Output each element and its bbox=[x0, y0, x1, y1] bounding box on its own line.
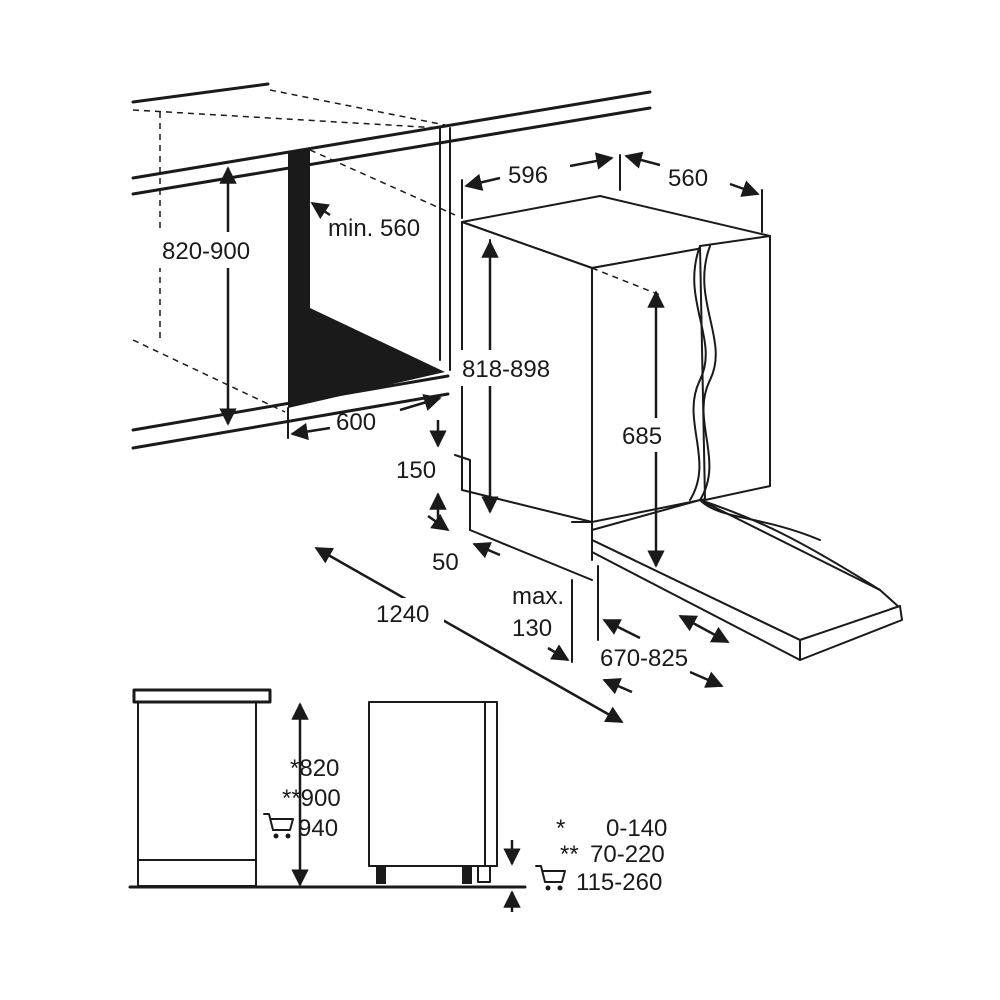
offset-arrow-right bbox=[472, 542, 501, 559]
cabinet-width-label: 600 bbox=[336, 409, 376, 436]
cabinet-width-arrow-right bbox=[399, 394, 442, 412]
plinth-offset-label: 50 bbox=[432, 549, 459, 576]
cabinet-width-arrow-left bbox=[290, 422, 331, 441]
door-open-depth-dimension bbox=[314, 546, 624, 724]
legend-mark-2: ** bbox=[560, 841, 579, 868]
niche-dark-side bbox=[287, 150, 445, 439]
min-depth-arrow bbox=[310, 201, 331, 220]
countertop bbox=[131, 82, 652, 196]
side-view-appliance bbox=[368, 701, 498, 884]
max-label: max. bbox=[512, 583, 564, 610]
min-depth-label: min. 560 bbox=[328, 215, 420, 242]
appliance-width-label: 596 bbox=[508, 162, 548, 189]
max-arrow-right bbox=[602, 678, 633, 695]
width-arrow-right bbox=[569, 152, 614, 170]
door-travel-label: 670-825 bbox=[600, 645, 688, 672]
side-height-label-3: 940 bbox=[298, 815, 338, 842]
legend-mark-1: * bbox=[556, 815, 565, 842]
door-height-label: 685 bbox=[622, 423, 662, 450]
max-arrow-left bbox=[547, 644, 570, 662]
legend-value-2: 70-220 bbox=[590, 841, 665, 868]
max-value: 130 bbox=[512, 615, 552, 642]
door-open-depth-label: 1240 bbox=[376, 601, 429, 628]
legend-value-1: 0-140 bbox=[606, 815, 667, 842]
cart-icon bbox=[263, 813, 294, 839]
appliance-height-label: 818-898 bbox=[462, 356, 550, 383]
depth-arrow-left bbox=[624, 151, 661, 169]
travel-arrow-left bbox=[602, 618, 641, 640]
side-height-label-2: **900 bbox=[282, 785, 341, 812]
side-view-cabinet bbox=[128, 688, 527, 889]
open-door bbox=[591, 499, 903, 661]
side-height-label-1: *820 bbox=[290, 755, 339, 782]
plinth-height-label: 150 bbox=[396, 457, 436, 484]
cart-icon bbox=[535, 865, 566, 891]
travel-arrow-right bbox=[689, 670, 724, 688]
width-arrow-left bbox=[464, 173, 501, 191]
appliance-door-panel bbox=[689, 235, 771, 501]
travel-double-arrow bbox=[678, 614, 730, 644]
legend-value-3: 115-260 bbox=[576, 869, 662, 896]
depth-arrow-right bbox=[729, 180, 760, 197]
offset-arrow-left bbox=[427, 513, 450, 532]
appliance-depth-label: 560 bbox=[668, 165, 708, 192]
cabinet-height-label: 820-900 bbox=[162, 238, 250, 265]
